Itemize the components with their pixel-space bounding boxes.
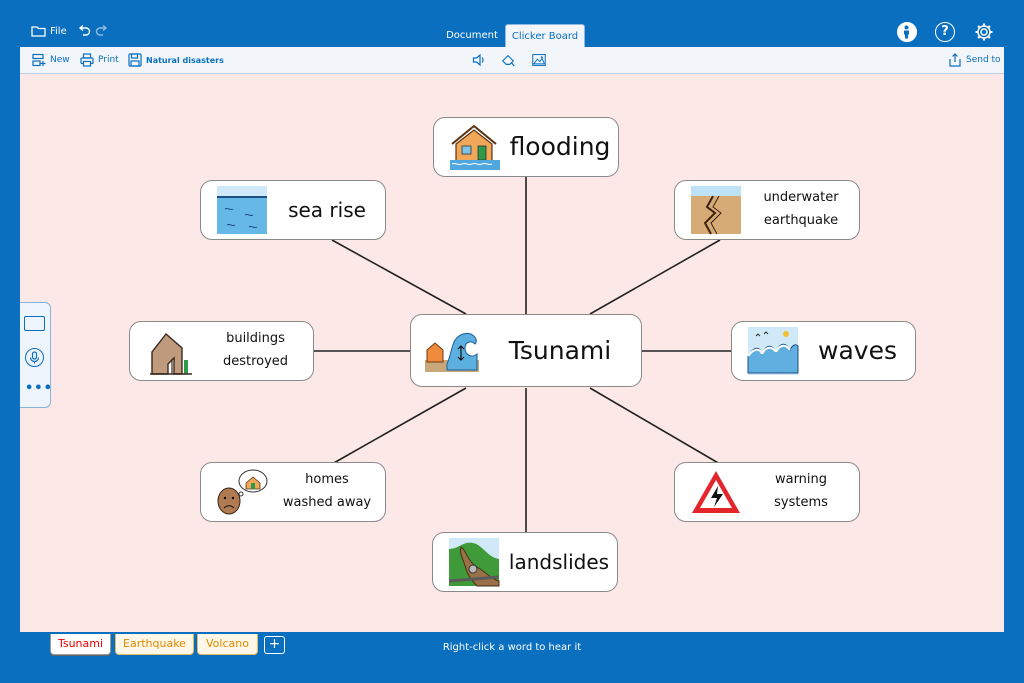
sea-level-icon	[217, 186, 267, 234]
undo-icon[interactable]	[77, 24, 91, 38]
node-warning-systems-text: warning systems	[743, 469, 859, 515]
new-set-icon	[32, 53, 46, 67]
collapsed-building-icon	[150, 332, 192, 375]
node-buildings-destroyed-text: buildings destroyed	[198, 328, 313, 374]
label-line-2: systems	[774, 495, 828, 510]
sad-face-thinking-house-icon	[217, 469, 268, 515]
tab-clicker-board[interactable]: Clicker Board	[505, 24, 585, 47]
node-waves[interactable]: waves	[731, 321, 916, 381]
redo-icon[interactable]	[95, 24, 109, 38]
node-underwater-earthquake[interactable]: underwater earthquake	[674, 180, 860, 240]
input-side-panel: •••	[20, 302, 53, 408]
label-line-1: warning	[774, 472, 828, 488]
clear-icon	[501, 54, 515, 67]
bottom-bar: Tsunami Earthquake Volcano + Right-click…	[0, 632, 1024, 683]
image-button[interactable]	[532, 53, 546, 67]
keyboard-icon[interactable]	[24, 316, 45, 331]
warning-triangle-icon	[692, 471, 740, 513]
clicker-board-canvas: Tsunami flooding sea rise	[20, 74, 1004, 632]
node-sea-rise[interactable]: sea rise	[200, 180, 386, 240]
print-icon	[80, 53, 94, 67]
save-icon	[128, 53, 142, 67]
connector-sea-rise	[331, 239, 467, 315]
gear-icon[interactable]	[974, 22, 994, 42]
person-glyph	[904, 25, 909, 39]
connector-homes-washed-away	[331, 387, 467, 465]
add-board-button[interactable]: +	[264, 636, 285, 654]
node-waves-label: waves	[818, 336, 897, 366]
new-label: New	[50, 55, 70, 65]
person-icon[interactable]	[897, 22, 917, 42]
file-label: File	[50, 25, 67, 37]
top-bar: File Document Clicker Board ?	[0, 0, 1024, 47]
tab-document[interactable]: Document	[446, 30, 498, 41]
label-line-2: destroyed	[222, 354, 289, 369]
board-tab-volcano[interactable]: Volcano	[197, 634, 258, 655]
send-to-button[interactable]: Send to	[948, 53, 1001, 67]
microphone-icon[interactable]	[25, 348, 44, 367]
toolbar: New Print Natural disasters Send to	[20, 47, 1004, 74]
clear-button[interactable]	[501, 53, 515, 67]
node-flooding[interactable]: flooding	[433, 117, 619, 177]
print-button[interactable]: Print	[80, 53, 119, 67]
image-icon	[532, 54, 546, 66]
connector-underwater-earthquake	[589, 239, 721, 315]
save-set-button[interactable]: Natural disasters	[128, 53, 224, 67]
board-tab-tsunami[interactable]: Tsunami	[50, 634, 111, 655]
speaker-icon	[472, 53, 484, 67]
node-homes-washed-away-text: homes washed away	[269, 469, 385, 515]
connector-warning-systems	[589, 387, 721, 465]
set-name: Natural disasters	[146, 55, 224, 65]
speak-button[interactable]	[472, 53, 486, 67]
node-underwater-earthquake-text: underwater earthquake	[743, 187, 859, 233]
label-line-1: buildings	[226, 331, 285, 347]
share-icon	[949, 53, 961, 67]
waves-icon	[747, 327, 799, 375]
new-button[interactable]: New	[32, 53, 70, 67]
send-to-label: Send to	[966, 55, 1001, 65]
node-warning-systems[interactable]: warning systems	[674, 462, 860, 522]
center-node-tsunami[interactable]: Tsunami	[410, 314, 642, 387]
label-line-2: earthquake	[763, 213, 839, 228]
node-landslides-label: landslides	[508, 549, 610, 574]
more-icon[interactable]: •••	[25, 381, 53, 396]
node-flooding-label: flooding	[509, 132, 611, 162]
node-homes-washed-away[interactable]: homes washed away	[200, 462, 386, 522]
node-sea-rise-label: sea rise	[288, 197, 366, 222]
folder-icon	[31, 26, 46, 37]
hint-text: Right-click a word to hear it	[442, 642, 582, 653]
label-line-1: homes	[305, 472, 349, 488]
node-buildings-destroyed[interactable]: buildings destroyed	[129, 321, 314, 381]
print-label: Print	[98, 55, 119, 65]
board-tab-earthquake[interactable]: Earthquake	[115, 634, 194, 655]
file-menu[interactable]: File	[31, 25, 67, 37]
center-node-label: Tsunami	[508, 335, 612, 365]
tsunami-icon	[425, 332, 479, 372]
node-landslides[interactable]: landslides	[432, 532, 618, 592]
landslide-icon	[448, 538, 500, 587]
label-line-2: washed away	[282, 495, 372, 510]
label-line-1: underwater	[763, 190, 839, 206]
microphone-glyph	[29, 351, 40, 364]
seabed-crack-icon	[691, 186, 741, 235]
help-icon[interactable]: ?	[935, 22, 955, 42]
flooded-house-icon	[450, 124, 500, 170]
